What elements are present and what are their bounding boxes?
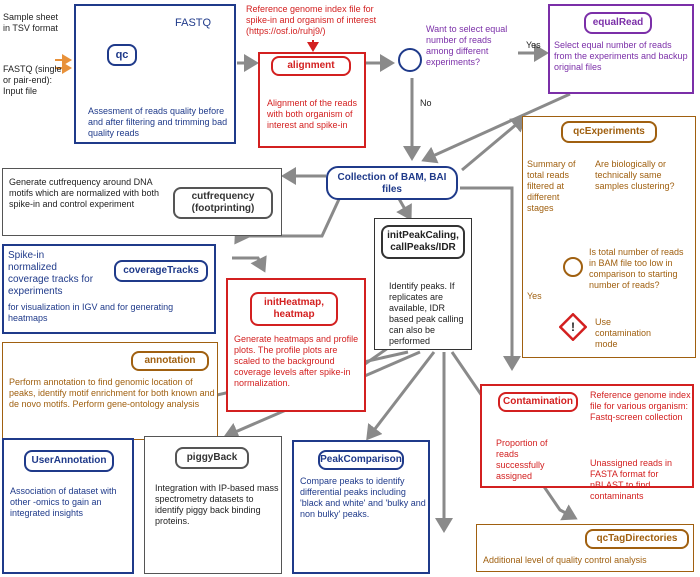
equalread-section: equalRead Select equal number of reads f… xyxy=(548,4,694,94)
collection-pill[interactable]: Collection of BAM, BAI files xyxy=(326,166,458,200)
qcexperiments-yes-label: Yes xyxy=(527,291,542,301)
piggyback-pill[interactable]: piggyBack xyxy=(175,447,249,469)
initheatmap-description: Generate heatmaps and profile plots. The… xyxy=(234,334,359,388)
qc-pill[interactable]: qc xyxy=(107,44,137,66)
initheatmap-section: initHeatmap, heatmap Generate heatmaps a… xyxy=(226,278,366,412)
svg-text:!: ! xyxy=(571,320,575,334)
qctagdirectories-section: qcTagDirectories Additional level of qua… xyxy=(476,524,694,572)
annotation-section: annotation Perform annotation to find ge… xyxy=(2,342,218,440)
qc-description: Assesment of reads quality before and af… xyxy=(88,106,228,138)
initpeak-pill[interactable]: initPeakCaling, callPeaks/IDR xyxy=(381,225,465,259)
qcexperiments-clustering: Are biologically or technically same sam… xyxy=(595,159,675,191)
too-low-decision-node xyxy=(563,257,583,277)
cutfrequency-description: Generate cutfrequency around DNA motifs … xyxy=(9,177,160,209)
piggyback-description: Integration with IP-based mass spectrome… xyxy=(155,483,279,526)
equalread-description: Select equal number of reads from the ex… xyxy=(554,40,688,72)
sample-sheet-label: Sample sheet in TSV format xyxy=(3,12,59,33)
coveragetracks-description: for visualization in IGV and for generat… xyxy=(8,302,174,323)
collection-to-contamination-arrow xyxy=(460,186,521,371)
to-peakcomparison-arrow xyxy=(366,351,436,441)
qcexperiments-section: qcExperiments Summary of total reads fil… xyxy=(522,116,696,358)
alignment-pill[interactable]: alignment xyxy=(271,56,351,76)
initpeak-description: Identify peaks. If replicates are availa… xyxy=(389,281,464,346)
decision-node xyxy=(398,48,422,72)
initheatmap-pill[interactable]: initHeatmap, heatmap xyxy=(250,292,338,326)
equalread-to-collection-arrow xyxy=(421,92,571,164)
qctagdirectories-description: Additional level of quality control anal… xyxy=(483,555,647,565)
decision-question: Want to select equal number of reads amo… xyxy=(426,24,508,67)
qcexperiments-use-mode: Use contamination mode xyxy=(595,317,652,349)
contamination-reference: Reference genome index file for various … xyxy=(590,390,691,422)
fastq-input-label: FASTQ (single or pair-end): Input file xyxy=(3,64,62,96)
equalread-pill[interactable]: equalRead xyxy=(584,12,652,34)
alignment-section: alignment Alignment of the reads with bo… xyxy=(258,52,366,148)
decision-yes-label: Yes xyxy=(526,40,541,50)
contamination-proportion: Proportion of reads successfully assigne… xyxy=(496,438,548,481)
peakcomparison-description: Compare peaks to identify differential p… xyxy=(300,476,426,519)
contamination-section: Contamination Reference genome index fil… xyxy=(480,384,694,501)
userannotation-description: Association of dataset with other -omics… xyxy=(10,486,117,518)
coverage-to-heatmap-arrow xyxy=(232,255,267,273)
coveragetracks-pill[interactable]: coverageTracks xyxy=(114,260,208,282)
collection-to-initpeak-arrow xyxy=(396,196,412,221)
coveragetracks-section: Spike-in normalized coverage tracks for … xyxy=(2,244,216,334)
qc-fastq-label: FASTQ xyxy=(175,17,212,29)
qctagdirectories-pill[interactable]: qcTagDirectories xyxy=(585,529,689,549)
coveragetracks-title: Spike-in normalized coverage tracks for … xyxy=(8,250,94,297)
qc-section: qc FASTQ Assesment of reads quality befo… xyxy=(74,4,236,144)
qcexperiments-too-low: Is total number of reads in BAM file too… xyxy=(589,247,684,290)
piggyback-section: piggyBack Integration with IP-based mass… xyxy=(144,436,282,574)
qcexperiments-summary: Summary of total reads filtered at diffe… xyxy=(527,159,576,213)
userannotation-section: UserAnnotation Association of dataset wi… xyxy=(2,438,134,574)
peakcomparison-section: PeakComparison Compare peaks to identify… xyxy=(292,440,430,574)
qcexperiments-pill[interactable]: qcExperiments xyxy=(561,121,657,143)
reference-genome-note: Reference genome index file for spike-in… xyxy=(246,4,377,36)
warning-icon: ! xyxy=(559,313,587,341)
peakcomparison-pill[interactable]: PeakComparison xyxy=(318,450,404,470)
initpeak-section: initPeakCaling, callPeaks/IDR Identify p… xyxy=(374,218,472,350)
collection-to-coverage-arrow xyxy=(234,196,342,245)
annotation-description: Perform annotation to find genomic locat… xyxy=(9,377,215,409)
cutfrequency-section: Generate cutfrequency around DNA motifs … xyxy=(2,168,282,236)
userannotation-pill[interactable]: UserAnnotation xyxy=(24,450,114,472)
decision-no-label: No xyxy=(420,98,432,108)
cutfrequency-pill[interactable]: cutfrequency (footprinting) xyxy=(173,187,273,219)
annotation-pill[interactable]: annotation xyxy=(131,351,209,371)
alignment-description: Alignment of the reads with both organis… xyxy=(267,98,358,130)
contamination-unassigned: Unassigned reads in FASTA format for nBL… xyxy=(590,458,673,501)
collection-to-qcexperiments-arrow xyxy=(461,116,527,172)
contamination-pill[interactable]: Contamination xyxy=(498,392,578,412)
